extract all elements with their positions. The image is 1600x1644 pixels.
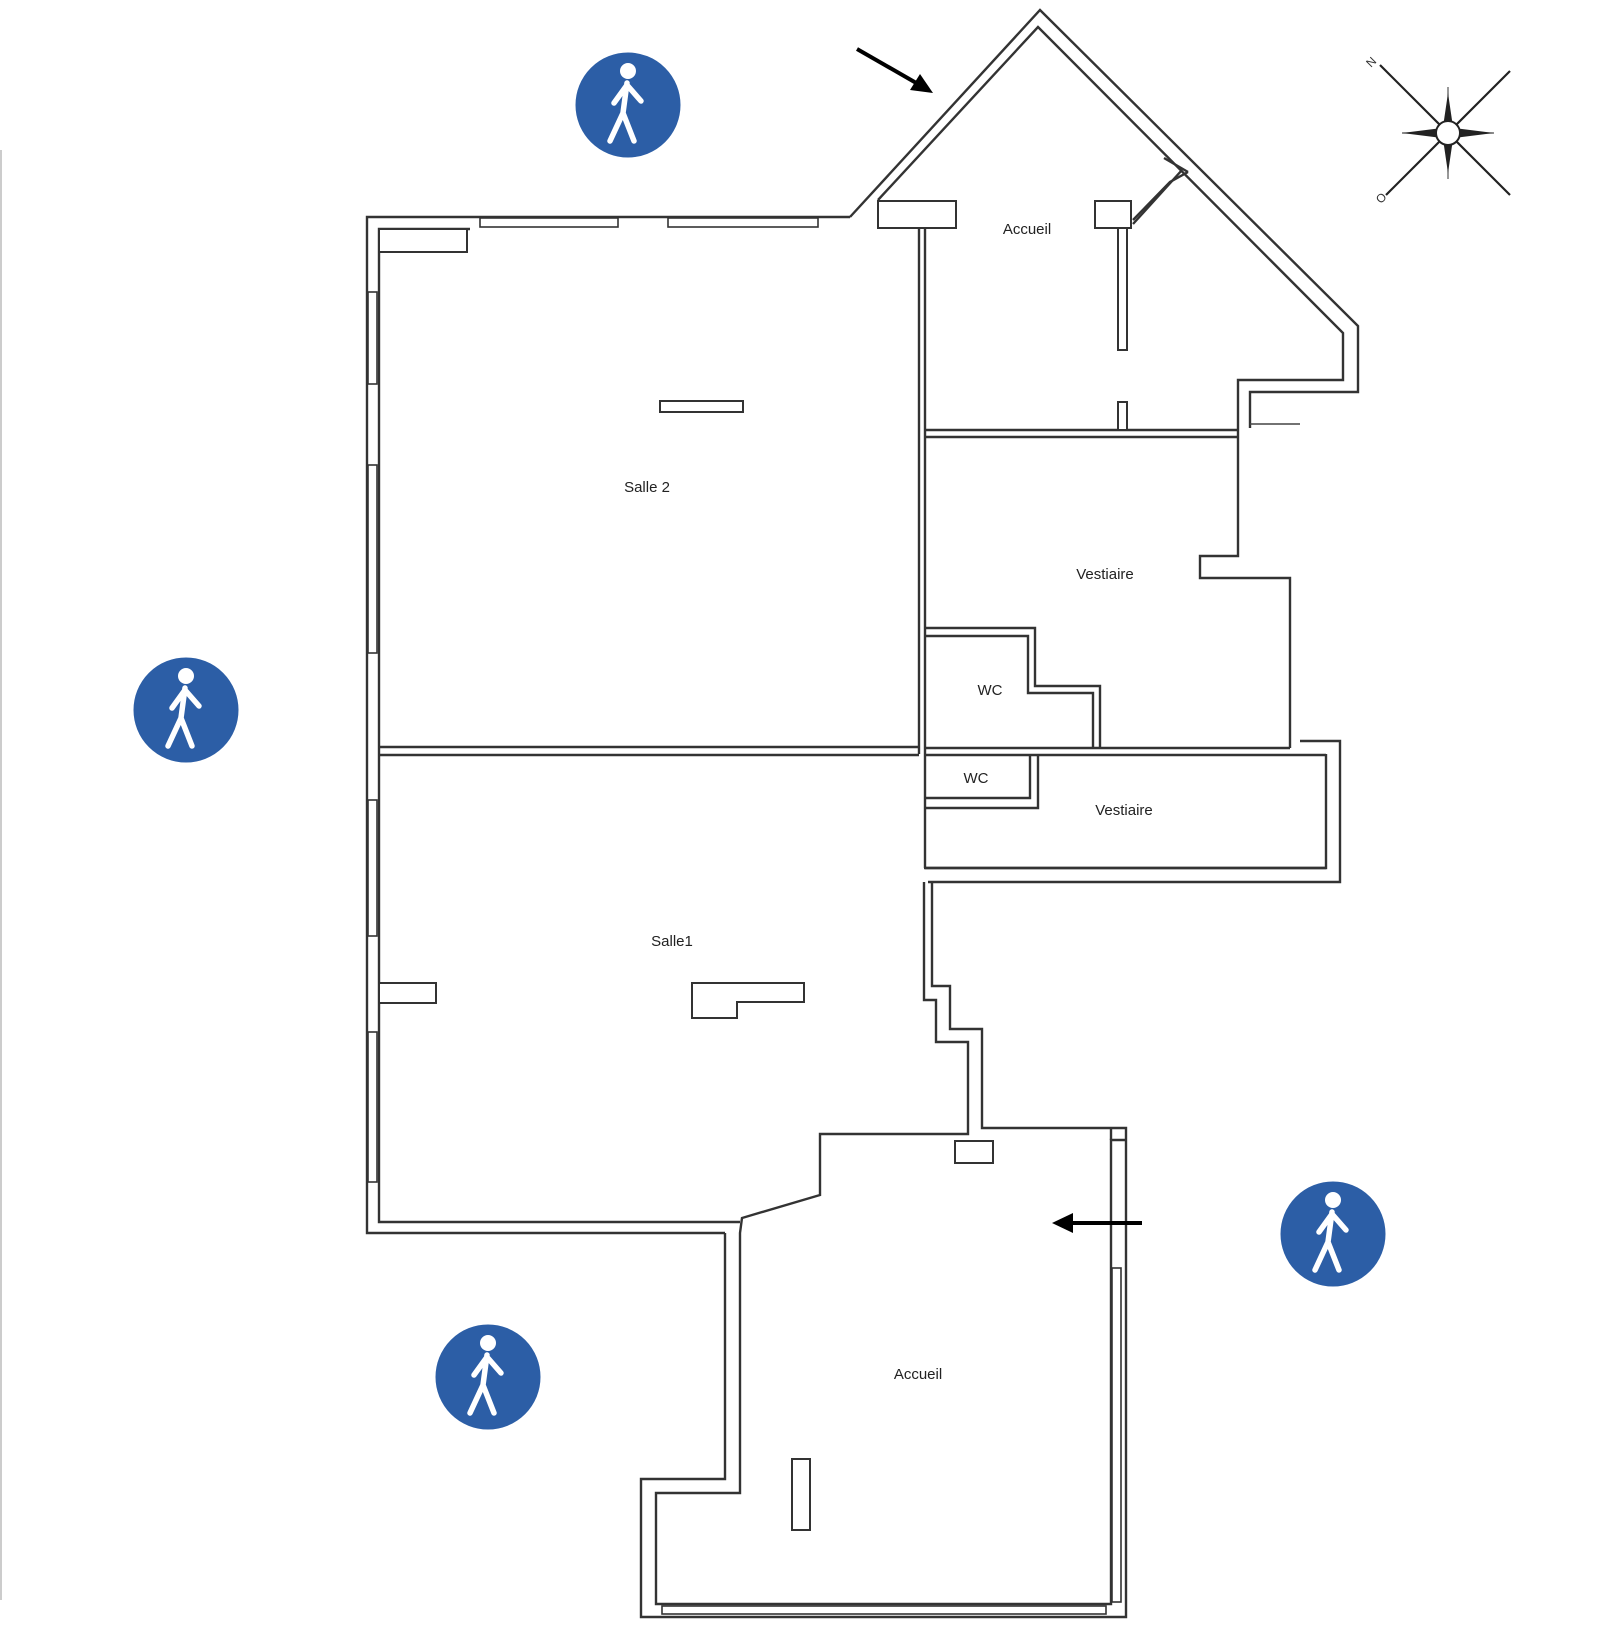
room-label-salle-2: Salle 2 [624, 479, 670, 496]
entrance-arrow-icon [856, 47, 933, 93]
room-label-salle-1: Salle1 [651, 933, 693, 950]
pedestrian-zone-icon [1279, 1180, 1387, 1288]
room-label-wc-bottom: WC [964, 770, 989, 787]
interior-walls [379, 200, 1326, 1164]
compass-rose-icon: N O [1363, 54, 1511, 207]
windows [367, 217, 1122, 1615]
compass-west-letter: O [1373, 190, 1390, 207]
compass-north-letter: N [1363, 54, 1379, 70]
pedestrian-zone-icon [574, 51, 682, 159]
pedestrian-zone-icon [132, 656, 240, 764]
room-label-vestiaire-bottom: Vestiaire [1095, 802, 1153, 819]
fixtures [378, 228, 1300, 1531]
room-label-wc-top: WC [978, 682, 1003, 699]
entrance-arrow-icon [1052, 1213, 1142, 1233]
room-label-accueil-top: Accueil [1003, 221, 1051, 238]
room-label-accueil-bottom: Accueil [894, 1366, 942, 1383]
room-label-vestiaire-top: Vestiaire [1076, 566, 1134, 583]
pedestrian-zone-icon [434, 1323, 542, 1431]
